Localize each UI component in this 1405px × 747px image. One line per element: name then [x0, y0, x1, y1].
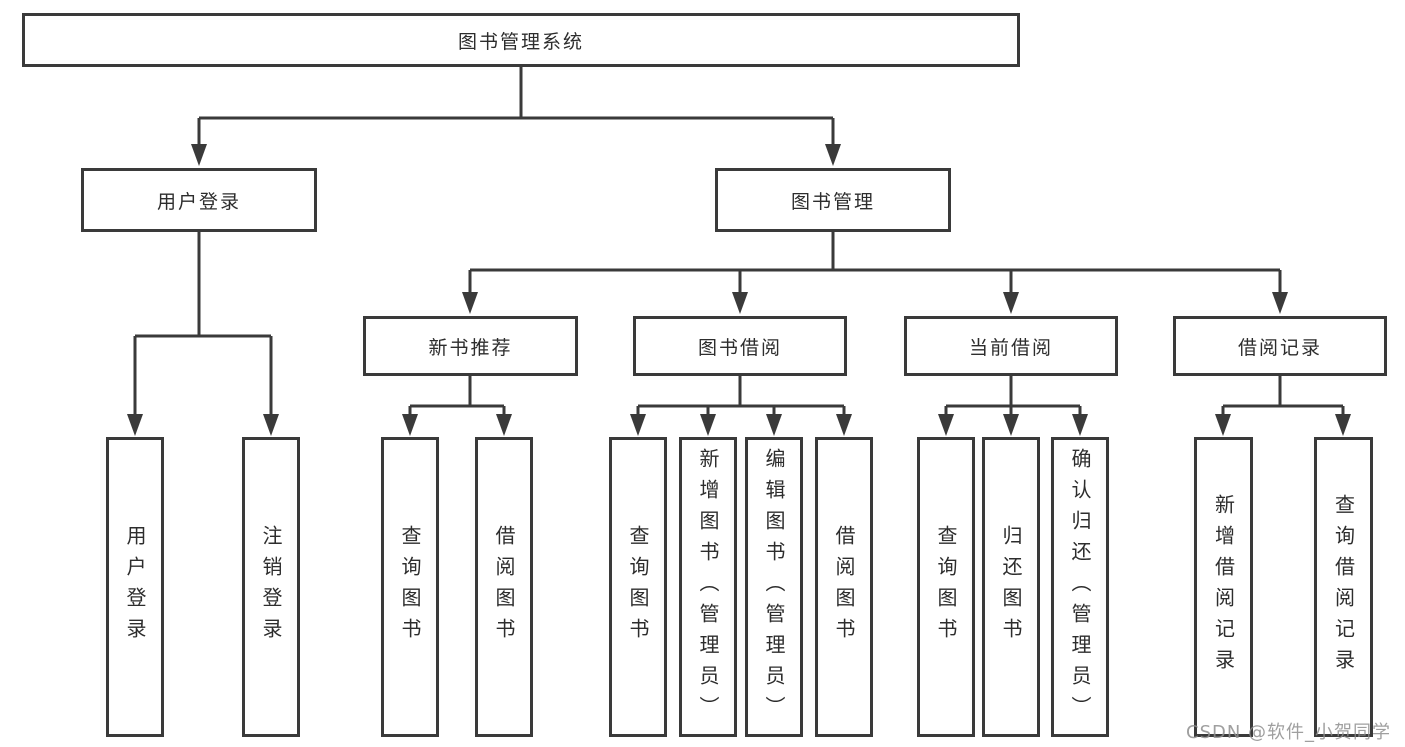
- leaf-borrow-book: 借阅图书: [815, 437, 873, 737]
- node-user-login-label: 用户登录: [156, 190, 241, 213]
- leaf-logout: 注销登录: [242, 437, 300, 737]
- node-new-book-recommend-label: 新书推荐: [428, 336, 513, 359]
- node-book-borrow: 图书借阅: [633, 316, 847, 376]
- node-borrow-record: 借阅记录: [1173, 316, 1387, 376]
- node-borrow-record-label: 借阅记录: [1237, 336, 1322, 359]
- leaf-newbook-query-label: 查询图书: [398, 525, 422, 649]
- leaf-user-login: 用户登录: [106, 437, 164, 737]
- leaf-add-book-admin-label: 新增图书（管理员）: [696, 447, 720, 727]
- leaf-current-query-label: 查询图书: [934, 525, 958, 649]
- leaf-logout-label: 注销登录: [259, 525, 283, 649]
- node-user-login: 用户登录: [81, 168, 317, 232]
- node-current-borrow: 当前借阅: [904, 316, 1118, 376]
- node-current-borrow-label: 当前借阅: [968, 336, 1053, 359]
- node-book-borrow-label: 图书借阅: [697, 336, 782, 359]
- leaf-confirm-return-admin-label: 确认归还（管理员）: [1068, 447, 1092, 727]
- leaf-edit-book-admin-label: 编辑图书（管理员）: [762, 447, 786, 727]
- connector-book-borrow-split: [630, 376, 852, 436]
- leaf-newbook-borrow-label: 借阅图书: [492, 525, 516, 649]
- connector-book-mgmt-split: [462, 232, 1288, 314]
- leaf-add-book-admin: 新增图书（管理员）: [679, 437, 737, 737]
- leaf-borrow-query-label: 查询图书: [626, 525, 650, 649]
- leaf-borrow-book-label: 借阅图书: [832, 525, 856, 649]
- csdn-watermark: CSDN @软件_小贺同学: [1186, 722, 1392, 743]
- node-book-mgmt-label: 图书管理: [790, 190, 875, 213]
- leaf-edit-book-admin: 编辑图书（管理员）: [745, 437, 803, 737]
- connector-new-book-split: [402, 376, 512, 436]
- leaf-return-book-label: 归还图书: [999, 525, 1023, 649]
- leaf-add-borrow-record: 新增借阅记录: [1194, 437, 1253, 737]
- node-book-mgmt: 图书管理: [715, 168, 951, 232]
- leaf-newbook-query: 查询图书: [381, 437, 439, 737]
- leaf-user-login-label: 用户登录: [123, 525, 147, 649]
- leaf-add-borrow-record-label: 新增借阅记录: [1211, 494, 1236, 680]
- connector-user-login-split: [127, 232, 279, 436]
- leaf-current-query: 查询图书: [917, 437, 975, 737]
- leaf-borrow-query: 查询图书: [609, 437, 667, 737]
- node-new-book-recommend: 新书推荐: [363, 316, 578, 376]
- node-root: 图书管理系统: [22, 13, 1020, 67]
- connector-root-split: [191, 67, 841, 166]
- leaf-query-borrow-record-label: 查询借阅记录: [1331, 494, 1356, 680]
- leaf-return-book: 归还图书: [982, 437, 1040, 737]
- leaf-confirm-return-admin: 确认归还（管理员）: [1051, 437, 1109, 737]
- leaf-query-borrow-record: 查询借阅记录: [1314, 437, 1373, 737]
- connector-borrow-record-split: [1215, 376, 1351, 436]
- connector-current-borrow-split: [938, 376, 1088, 436]
- leaf-newbook-borrow: 借阅图书: [475, 437, 533, 737]
- node-root-label: 图书管理系统: [457, 30, 584, 53]
